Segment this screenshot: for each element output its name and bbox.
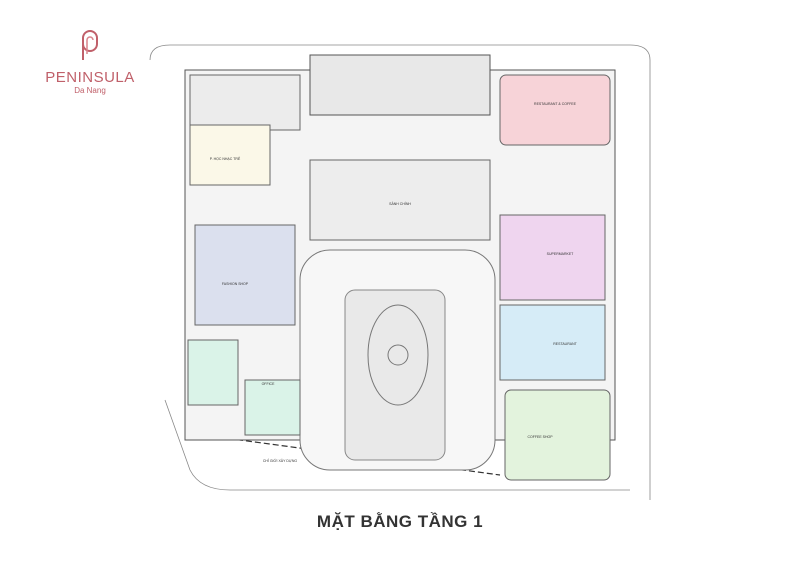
plan-title: MẶT BẰNG TẦNG 1 [316,512,484,531]
label-hall: SẢNH CHÍNH [389,201,411,206]
restaurant-room [499,304,606,381]
site-outline [149,44,651,500]
office-room [244,379,301,436]
supermarket-room [499,214,606,301]
site-boundary [164,399,630,491]
label-restaurant: RESTAURANT [553,342,577,346]
label-boundary: CHỈ GIỚI XÂY DỰNG [263,458,298,463]
fountain-outer [367,304,429,406]
music-room [189,124,271,186]
label-fashion: FASHION SHOP [222,282,249,286]
entrance-block [309,54,491,116]
office-room-a [187,339,239,406]
label-office: OFFICE [262,382,275,386]
fashion-shop-room [194,224,296,326]
logo-brand: PENINSULA [45,69,135,86]
label-coffee-shop: COFFEE SHOP [527,435,553,439]
label-music-room: P. HỌC NHẠC TRẺ [210,156,241,161]
label-restaurant-coffee: RESTAURANT & COFFEE [534,102,577,106]
floor-plan: RESTAURANT & COFFEE P. HỌC NHẠC TRẺ SẢNH… [149,44,651,500]
logo-city: Da Nang [74,86,106,95]
restaurant-coffee-room [499,74,611,146]
plaza [344,289,446,461]
label-supermarket: SUPERMARKET [547,252,575,256]
main-hall [309,159,491,241]
peninsula-logo-icon [82,30,98,60]
logo: PENINSULA Da Nang [40,28,140,95]
fountain-inner [387,344,409,366]
coffee-shop-room [504,389,611,481]
